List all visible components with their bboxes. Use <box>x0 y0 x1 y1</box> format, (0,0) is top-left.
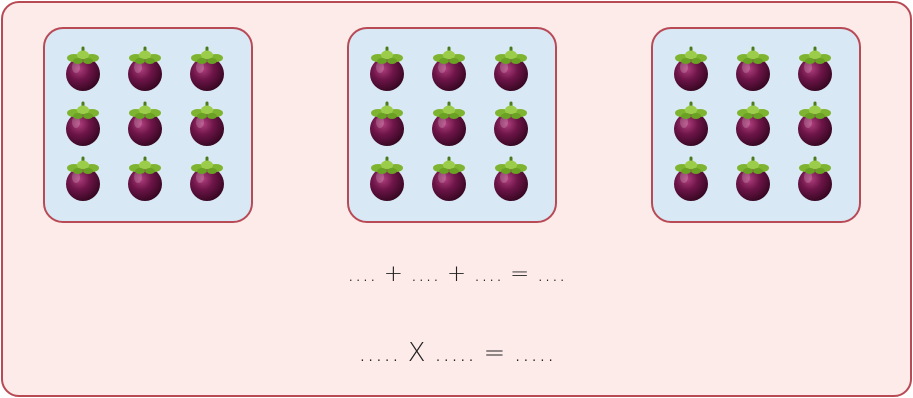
fruit-group-2 <box>347 27 557 223</box>
mangosteen-icon <box>123 153 167 203</box>
mangosteen-icon <box>731 98 775 148</box>
mangosteen-icon <box>365 43 409 93</box>
mangosteen-icon <box>731 153 775 203</box>
mangosteen-icon <box>731 43 775 93</box>
mangosteen-icon <box>427 43 471 93</box>
mangosteen-icon <box>427 153 471 203</box>
mangosteen-icon <box>793 98 837 148</box>
mangosteen-icon <box>427 98 471 148</box>
mangosteen-icon <box>185 153 229 203</box>
mangosteen-icon <box>61 153 105 203</box>
mangosteen-icon <box>123 98 167 148</box>
fruit-group-3 <box>651 27 861 223</box>
mangosteen-icon <box>185 98 229 148</box>
mangosteen-icon <box>185 43 229 93</box>
mangosteen-icon <box>793 153 837 203</box>
fruit-grid <box>669 43 855 208</box>
mangosteen-icon <box>489 98 533 148</box>
fruit-grid <box>61 43 247 208</box>
mangosteen-icon <box>61 43 105 93</box>
mangosteen-icon <box>489 153 533 203</box>
multiplication-equation: ..... X ..... = ..... <box>358 338 555 368</box>
mangosteen-icon <box>669 43 713 93</box>
mangosteen-icon <box>669 153 713 203</box>
mangosteen-icon <box>61 98 105 148</box>
fruit-group-1 <box>43 27 253 223</box>
mangosteen-icon <box>793 43 837 93</box>
addition-equation: .... + .... + .... = .... <box>347 261 566 287</box>
mangosteen-icon <box>489 43 533 93</box>
mangosteen-icon <box>365 98 409 148</box>
mangosteen-icon <box>123 43 167 93</box>
mangosteen-icon <box>669 98 713 148</box>
mangosteen-icon <box>365 153 409 203</box>
fruit-grid <box>365 43 551 208</box>
